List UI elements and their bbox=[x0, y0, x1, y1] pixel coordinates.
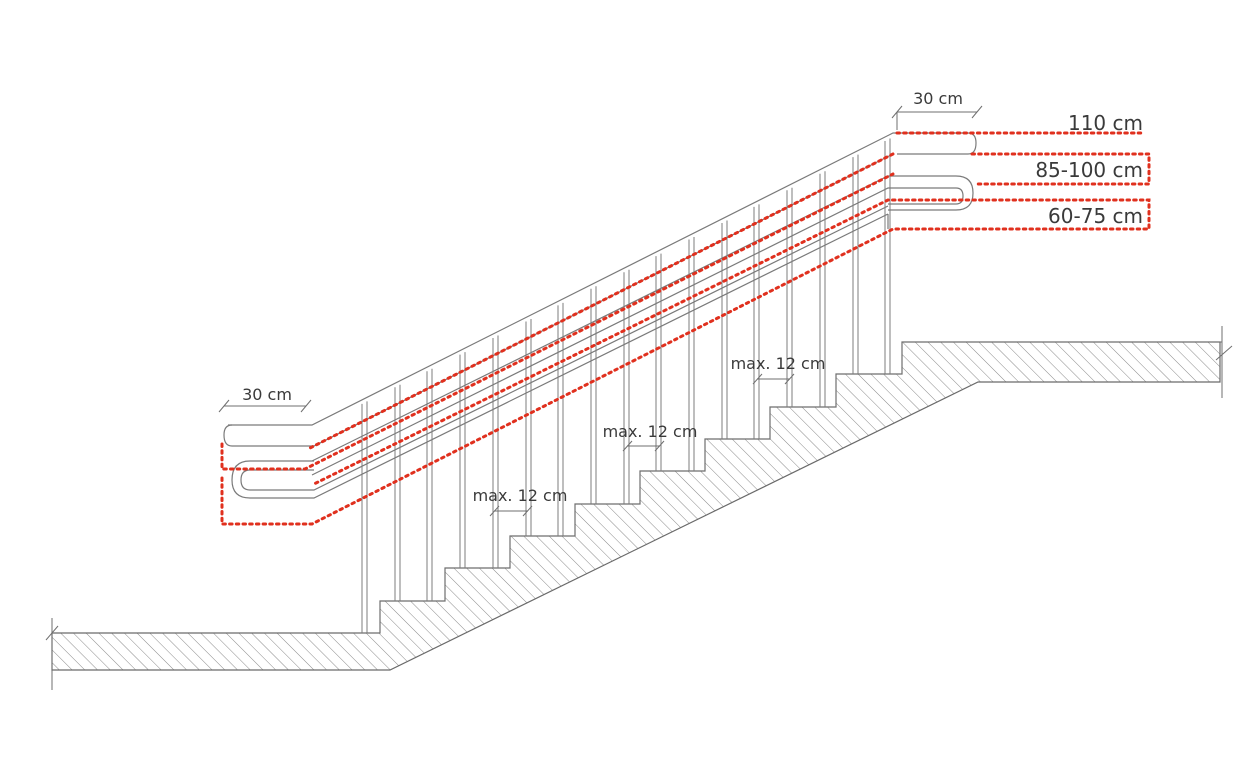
lower-floor-slab bbox=[51, 341, 1221, 671]
dimension-gap-marks bbox=[489, 373, 795, 517]
gap-label-middle: max. 12 cm bbox=[603, 422, 698, 441]
height-label-60-75: 60-75 cm bbox=[1048, 204, 1143, 228]
stair-structure bbox=[45, 326, 1233, 690]
height-label-110: 110 cm bbox=[1068, 111, 1143, 135]
handrail-60-75 bbox=[231, 213, 889, 499]
baluster-group bbox=[361, 138, 891, 633]
height-markers bbox=[220, 131, 1151, 526]
marker-60-75 bbox=[220, 198, 1151, 526]
stair-step-profile bbox=[360, 341, 1222, 634]
marker-85-100 bbox=[970, 152, 1151, 186]
gap-label-top: max. 12 cm bbox=[731, 354, 826, 373]
height-label-85-100: 85-100 cm bbox=[1035, 158, 1143, 182]
top-extension-label: 30 cm bbox=[913, 89, 963, 108]
handrails bbox=[223, 132, 977, 499]
gap-label-bottom: max. 12 cm bbox=[473, 486, 568, 505]
bottom-extension-label: 30 cm bbox=[242, 385, 292, 404]
handrail-85-100 bbox=[311, 175, 974, 462]
dimension-bottom-extension bbox=[218, 399, 312, 413]
dimension-top-extension bbox=[891, 105, 983, 130]
